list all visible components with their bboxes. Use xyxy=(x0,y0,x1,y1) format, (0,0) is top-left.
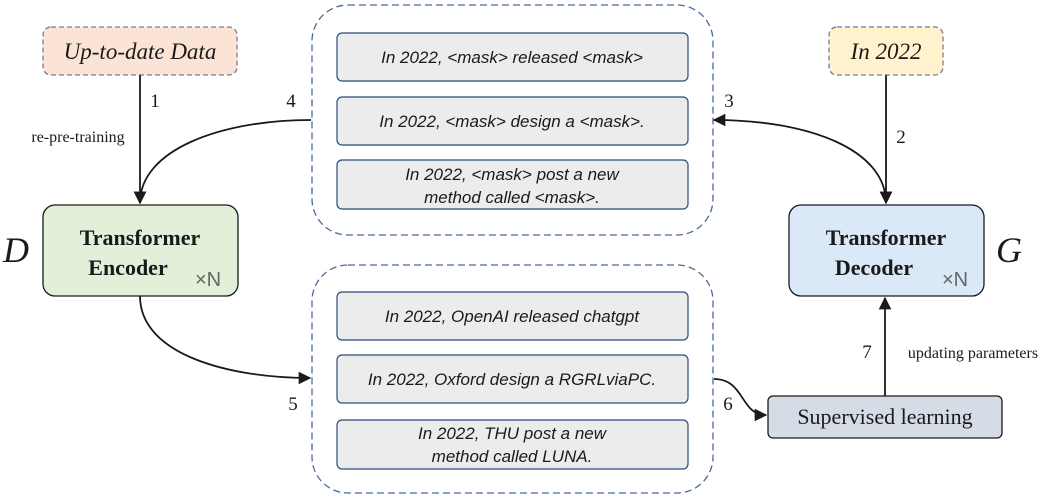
decoder-title-line2: Decoder xyxy=(835,255,913,280)
filled-sentence-2: In 2022, Oxford design a RGRLviaPC. xyxy=(336,354,689,404)
filled-sentence-1-text: In 2022, OpenAI released chatgpt xyxy=(385,307,641,326)
step-5-label: 5 xyxy=(288,394,298,415)
step-4-label: 4 xyxy=(286,91,296,112)
masked-sentence-1-text: In 2022, <mask> released <mask> xyxy=(381,48,643,67)
encoder-symbol: D xyxy=(2,230,29,270)
masked-sentence-3-text-line1: In 2022, <mask> post a new xyxy=(405,165,620,184)
up-to-date-data-label: Up-to-date Data xyxy=(64,39,217,64)
supervised-learning-label: Supervised learning xyxy=(797,404,972,429)
encoder-title-line1: Transformer xyxy=(80,225,201,250)
transformer-decoder-box xyxy=(788,204,985,297)
masked-sentence-2: In 2022, <mask> design a <mask>. xyxy=(336,96,689,146)
step-3-label: 3 xyxy=(724,91,734,112)
edge-6-filled-to-supervised xyxy=(713,378,768,422)
updating-parameters-label: updating parameters xyxy=(908,345,1038,362)
encoder-repeat-label: ×N xyxy=(195,269,221,291)
edge-3-decoder-masked xyxy=(712,113,893,205)
decoder-symbol: G xyxy=(996,230,1022,270)
masked-sentence-2-text: In 2022, <mask> design a <mask>. xyxy=(379,112,645,131)
step-2-label: 2 xyxy=(896,127,906,148)
filled-sentence-3-text-line2: method called LUNA. xyxy=(432,447,593,466)
masked-sentence-3-box xyxy=(336,159,689,210)
masked-sentence-2-box xyxy=(336,96,689,146)
step-6-label: 6 xyxy=(723,394,733,415)
masked-sentence-3-text-line2: method called <mask>. xyxy=(424,188,600,207)
filled-sentence-2-text: In 2022, Oxford design a RGRLviaPC. xyxy=(368,370,656,389)
in-2022-label: In 2022 xyxy=(850,39,922,64)
filled-sentence-3-box xyxy=(336,419,689,470)
filled-sentence-1-box xyxy=(336,291,689,341)
step-7-label: 7 xyxy=(862,342,872,363)
step-1-label: 1 xyxy=(150,91,160,112)
encoder-title-line2: Encoder xyxy=(88,255,168,280)
masked-sentence-3: In 2022, <mask> post a new method called… xyxy=(336,159,689,210)
edge-4-masked-to-encoder xyxy=(133,119,312,205)
masked-sentence-1-box xyxy=(336,32,689,82)
filled-sentences-group xyxy=(311,264,714,494)
re-pre-training-label: re-pre-training xyxy=(31,129,124,146)
filled-sentence-3-text-line1: In 2022, THU post a new xyxy=(418,424,608,443)
masked-sentence-1: In 2022, <mask> released <mask> xyxy=(336,32,689,82)
edge-5-encoder-to-filled xyxy=(139,295,312,385)
filled-sentence-2-box xyxy=(336,354,689,404)
decoder-repeat-label: ×N xyxy=(942,269,968,291)
filled-sentence-1: In 2022, OpenAI released chatgpt xyxy=(336,291,689,341)
decoder-title-line1: Transformer xyxy=(826,225,947,250)
filled-sentence-3: In 2022, THU post a new method called LU… xyxy=(336,419,689,470)
